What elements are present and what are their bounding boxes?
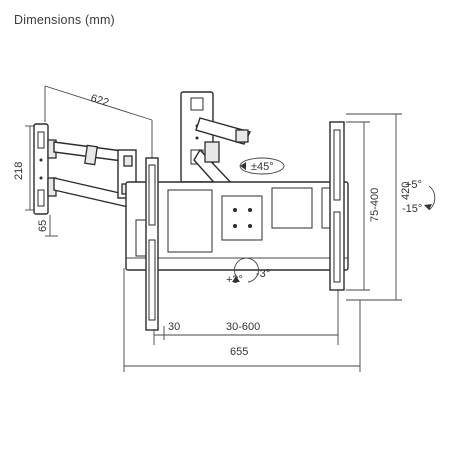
tilt-up-label: +5° (405, 179, 422, 191)
tilt-indicator: +5° -15° (402, 179, 436, 215)
total-width-label: 655 (230, 346, 248, 358)
tilt-down-label: -15° (402, 203, 422, 215)
tv-bracket-plate (125, 181, 349, 271)
min-spacing-label: 30 (168, 321, 180, 333)
total-width-dimension: 655 (123, 268, 361, 372)
horizontal-spacing-dimension: 30 30-600 (153, 288, 339, 345)
vertical-spacing-label: 75-400 (369, 188, 381, 222)
rotation-minus-label: -3° (256, 268, 270, 280)
wall-plate (33, 123, 57, 215)
swivel-label: ±45° (251, 161, 274, 173)
arm-length-dimension: 622 (44, 85, 153, 160)
wall-plate-offset-label: 65 (37, 220, 49, 232)
total-height-label: 420 (400, 182, 412, 200)
left-vertical-rail (145, 157, 159, 331)
wall-plate-height-label: 218 (13, 162, 25, 180)
arm-length-label: 622 (89, 92, 110, 109)
page-title: Dimensions (mm) (14, 13, 115, 27)
right-vertical-rail (329, 121, 345, 291)
wall-plate-height-dimension: 218 (13, 125, 38, 211)
horizontal-spacing-label: 30-600 (226, 321, 260, 333)
vertical-spacing-dimension: 75-400 (346, 121, 381, 291)
swivel-indicator: ±45° (239, 157, 285, 175)
rotation-indicator: +3° -3° (226, 257, 270, 286)
rotation-plus-label: +3° (226, 274, 243, 286)
total-height-dimension: 420 (346, 113, 412, 301)
wall-plate-offset-dimension: 65 (37, 215, 58, 237)
